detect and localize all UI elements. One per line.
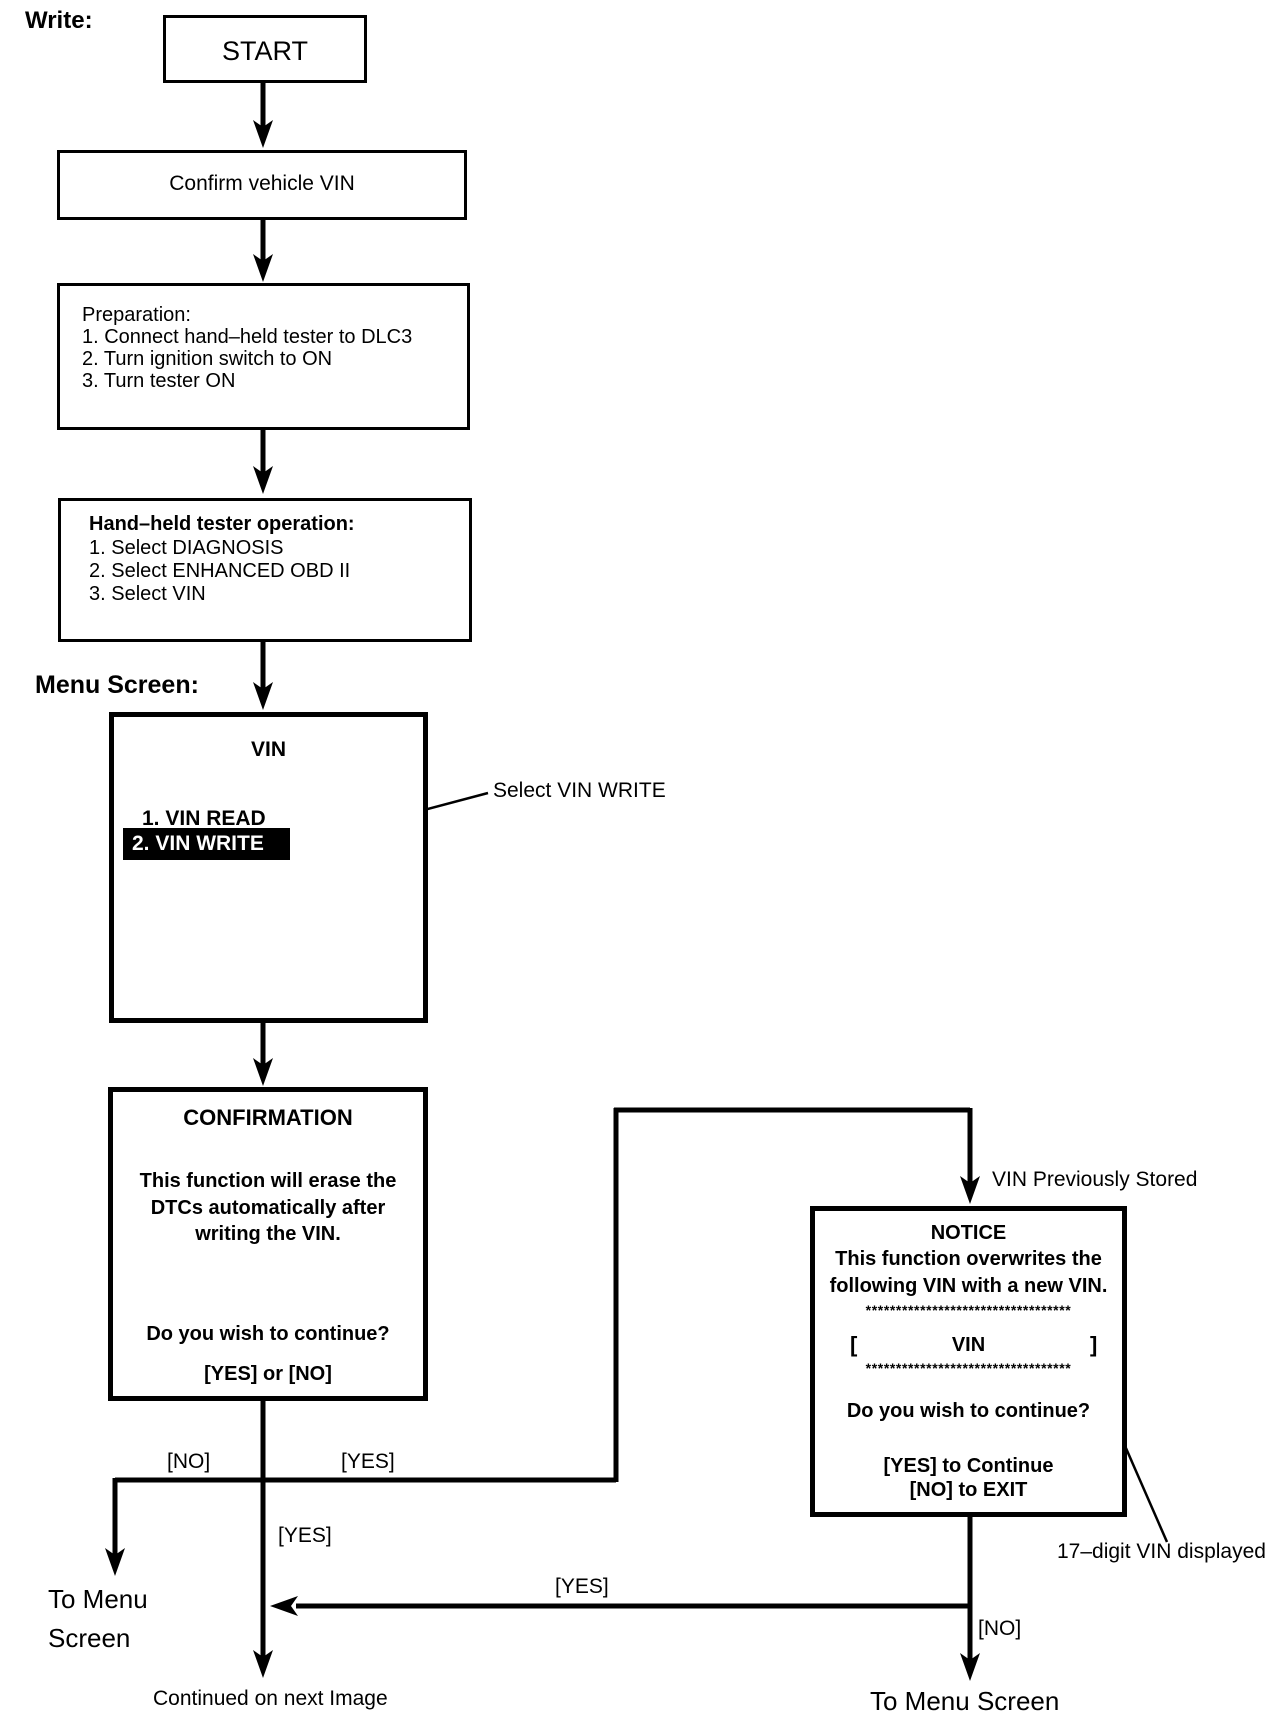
confirmation-screen: CONFIRMATION This function will erase th… <box>108 1087 428 1401</box>
arrowhead-into-notice <box>960 1176 980 1204</box>
confirm-vin-box: Confirm vehicle VIN <box>57 150 467 220</box>
arrowhead-yes-return <box>270 1596 298 1616</box>
tester-operation-step: 3. Select VIN <box>89 583 206 605</box>
start-label: START <box>221 36 308 66</box>
select-vin-write-annotation: Select VIN WRITE <box>493 779 666 802</box>
confirmation-title: CONFIRMATION <box>183 1105 353 1130</box>
vin-bracket-left: [ <box>850 1332 858 1357</box>
vin-bracket-right: ] <box>1090 1332 1098 1357</box>
tester-operation-title: Hand–held tester operation: <box>89 513 355 535</box>
seventeen-digit-vin-annotation: 17–digit VIN displayed <box>1057 1540 1266 1563</box>
arrowhead-to-menu <box>253 682 273 710</box>
notice-line: following VIN with a new VIN. <box>829 1275 1108 1297</box>
edge-label-no-left: [NO] <box>167 1450 211 1473</box>
edge-label-yes-down: [YES] <box>278 1524 332 1547</box>
to-menu-screen-left-line2: Screen <box>48 1623 131 1653</box>
to-menu-screen-right: To Menu Screen <box>870 1686 1060 1716</box>
notice-asterisk-row: ********************************** <box>865 1360 1072 1376</box>
vin-previously-stored-annotation: VIN Previously Stored <box>992 1168 1198 1191</box>
menu-item-vin-read: 1. VIN READ <box>142 807 266 830</box>
tester-operation-box: Hand–held tester operation: 1. Select DI… <box>58 498 472 642</box>
menu-screen-heading: Menu Screen: <box>35 671 199 699</box>
to-menu-screen-left-line1: To Menu <box>48 1584 148 1614</box>
preparation-title: Preparation: <box>82 304 191 326</box>
arrowhead-continued <box>253 1650 273 1678</box>
arrowhead-to-prep <box>253 254 273 282</box>
notice-line: This function overwrites the <box>835 1248 1102 1270</box>
tester-operation-step: 1. Select DIAGNOSIS <box>89 537 284 559</box>
write-heading: Write: <box>25 7 93 34</box>
notice-screen: NOTICE This function overwrites the foll… <box>810 1206 1127 1517</box>
edge-label-no-notice: [NO] <box>978 1617 1022 1640</box>
confirmation-line: DTCs automatically after <box>150 1197 386 1219</box>
edge-label-yes-right: [YES] <box>341 1450 395 1473</box>
confirmation-line: writing the VIN. <box>195 1223 341 1245</box>
arrowhead-no-left <box>105 1548 125 1576</box>
notice-yes-option: [YES] to Continue <box>883 1455 1054 1477</box>
start-box: START <box>163 15 367 83</box>
preparation-step: 2. Turn ignition switch to ON <box>82 348 333 370</box>
arrowhead-to-confirm <box>253 120 273 148</box>
preparation-box: Preparation: 1. Connect hand–held tester… <box>57 283 470 430</box>
edge-label-yes-return: [YES] <box>555 1575 609 1598</box>
preparation-step: 1. Connect hand–held tester to DLC3 <box>82 326 413 348</box>
arrowhead-to-tester <box>253 466 273 494</box>
vin-field-label: VIN <box>951 1334 986 1356</box>
tester-operation-step: 2. Select ENHANCED OBD II <box>89 560 351 582</box>
confirmation-question: Do you wish to continue? <box>146 1323 390 1345</box>
notice-asterisk-row: ********************************** <box>865 1302 1072 1318</box>
vin-menu-title: VIN <box>250 738 286 761</box>
notice-title: NOTICE <box>930 1222 1007 1244</box>
confirmation-line: This function will erase the <box>139 1170 397 1192</box>
arrowhead-to-confirmation <box>253 1058 273 1086</box>
arrowhead-no-notice <box>960 1653 980 1681</box>
menu-item-vin-write-highlight: 2. VIN WRITE <box>123 828 290 860</box>
confirm-vin-label: Confirm vehicle VIN <box>169 172 355 195</box>
notice-no-option: [NO] to EXIT <box>909 1479 1028 1501</box>
preparation-step: 3. Turn tester ON <box>82 370 236 392</box>
vin-menu-screen: VIN 1. VIN READ 2. VIN WRITE <box>109 712 428 1023</box>
notice-question: Do you wish to continue? <box>846 1400 1091 1422</box>
continued-next-image-label: Continued on next Image <box>153 1687 388 1710</box>
confirmation-options: [YES] or [NO] <box>204 1363 332 1385</box>
